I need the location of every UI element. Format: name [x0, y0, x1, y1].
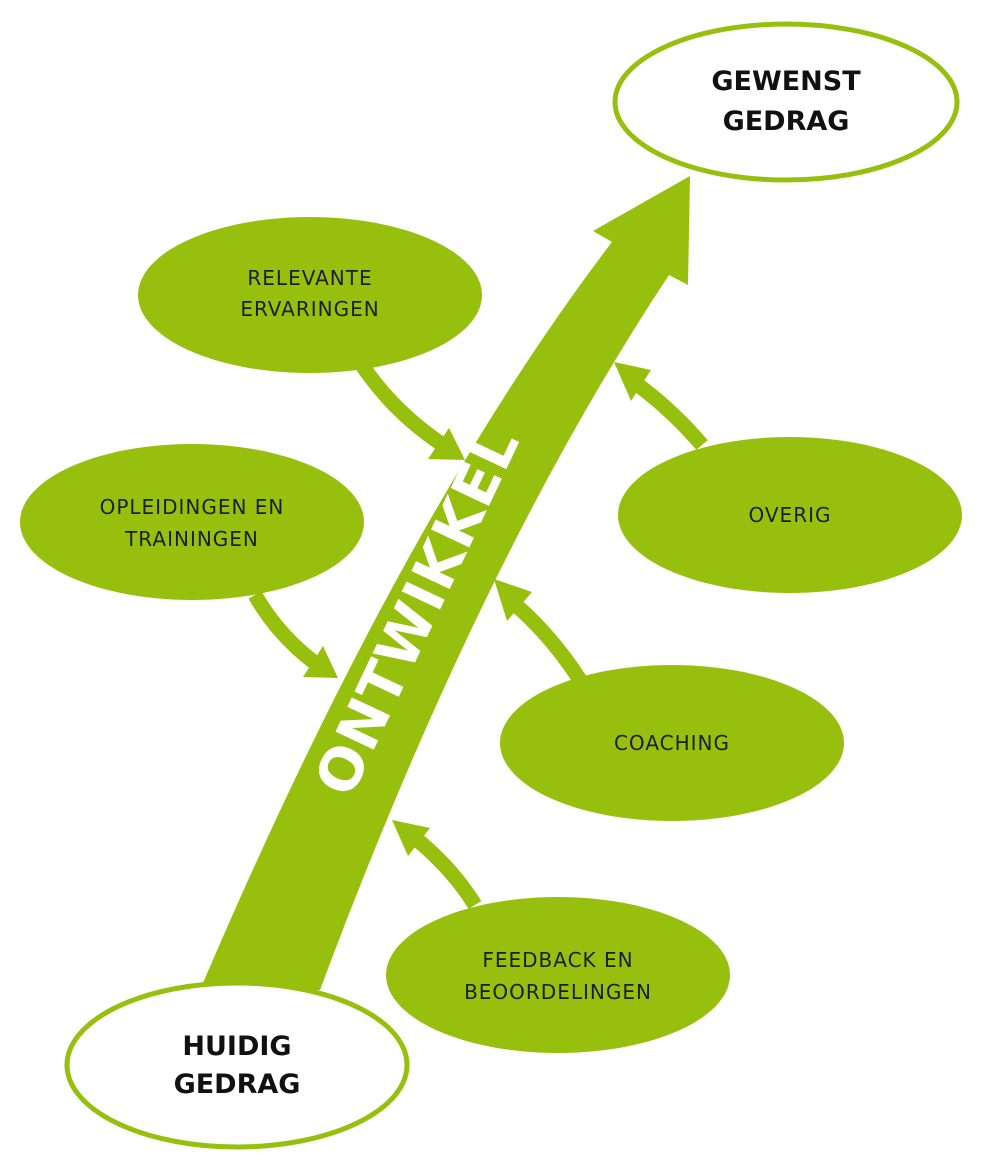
connector-arrow-trainingen — [248, 591, 338, 678]
connector-arrow-coaching — [494, 579, 587, 685]
node-label-line1: OVERIG — [748, 503, 831, 527]
start-label-line1: HUIDIG — [182, 1031, 291, 1062]
arrow-label-ontwikkeling: ONTWIKKELING — [0, 0, 533, 806]
node-relevante-ervaringen: RELEVANTE ERVARINGEN — [138, 217, 482, 373]
node-gewenst-gedrag: GEWENST GEDRAG — [612, 21, 960, 183]
node-label-line2: BEOORDELINGEN — [464, 980, 652, 1004]
end-label-line1: GEWENST — [711, 66, 861, 97]
node-label-line2: TRAININGEN — [124, 527, 259, 551]
main-arrow — [200, 176, 690, 990]
node-label-line1: FEEDBACK EN — [482, 948, 633, 972]
node-huidig-gedrag: HUIDIG GEDRAG — [64, 980, 410, 1150]
connector-arrow-ervaringen — [355, 360, 465, 460]
node-label-line1: RELEVANTE — [247, 266, 372, 290]
node-label-line2: ERVARINGEN — [240, 297, 379, 321]
node-opleidingen-trainingen: OPLEIDINGEN EN TRAININGEN — [20, 444, 364, 600]
start-label-line2: GEDRAG — [174, 1069, 301, 1100]
node-label-line1: COACHING — [614, 731, 730, 755]
connector-arrow-overig — [614, 362, 708, 450]
end-label-line2: GEDRAG — [723, 106, 850, 137]
node-label-line1: OPLEIDINGEN EN — [100, 495, 285, 519]
node-feedback-beoordelingen: FEEDBACK EN BEOORDELINGEN — [386, 897, 730, 1053]
node-overig: OVERIG — [618, 437, 962, 593]
connector-arrow-feedback — [392, 820, 482, 909]
node-coaching: COACHING — [500, 665, 844, 821]
